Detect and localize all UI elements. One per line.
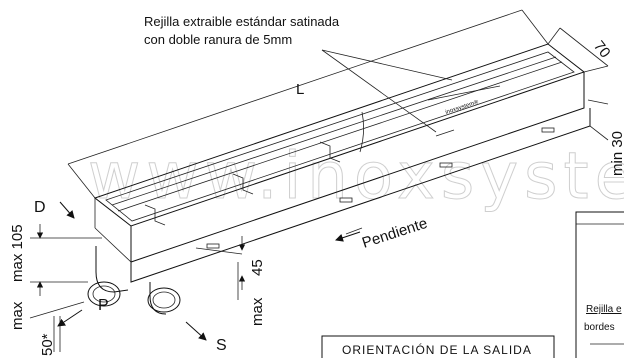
watermark: www.inoxsystem — [88, 140, 624, 214]
drain-channel — [93, 43, 591, 283]
marker-s-label: S — [216, 337, 227, 354]
dimension-width: 70 — [547, 27, 614, 73]
callout-line-1: Rejilla extraible estándar satinada — [144, 14, 340, 29]
marker-p-label: P — [98, 297, 109, 314]
marker-s: S — [185, 321, 227, 354]
outlet-pipes — [87, 246, 181, 315]
callout-leaders — [321, 49, 453, 133]
slope-indicator: Pendiente — [335, 215, 430, 252]
marker-p: P — [57, 297, 109, 327]
marker-d-label: D — [34, 199, 46, 216]
max-side-label: max — [249, 297, 266, 326]
notes-panel: Rejilla e bordes — [575, 211, 624, 358]
outlet-label: 50* — [39, 333, 56, 356]
height-45-label: 45 — [249, 259, 266, 276]
dimension-min-height: min 30 — [587, 99, 624, 176]
callout-line-2: con doble ranura de 5mm — [144, 32, 292, 47]
marker-d: D — [34, 199, 75, 219]
max-height-label: max 105 — [9, 224, 26, 282]
dimension-45: 45 — [195, 236, 266, 290]
max-outlet-label: max — [9, 301, 26, 330]
orientation-panel: ORIENTACIÓN DE LA SALIDA — [321, 335, 555, 358]
notes-text-1: Rejilla e — [586, 304, 622, 315]
width-label: 70 — [590, 38, 614, 62]
min-height-label: min 30 — [609, 131, 624, 176]
slope-label: Pendiente — [360, 215, 430, 252]
orientation-title: ORIENTACIÓN DE LA SALIDA — [342, 342, 532, 357]
notes-text-2: bordes — [584, 322, 615, 333]
length-label: L — [296, 81, 304, 98]
dimension-max-height: max 105 — [9, 224, 102, 296]
dimension-outlet: max 50* — [9, 301, 85, 356]
dimension-length: L — [67, 9, 549, 199]
dimension-max-side: max — [237, 262, 266, 326]
